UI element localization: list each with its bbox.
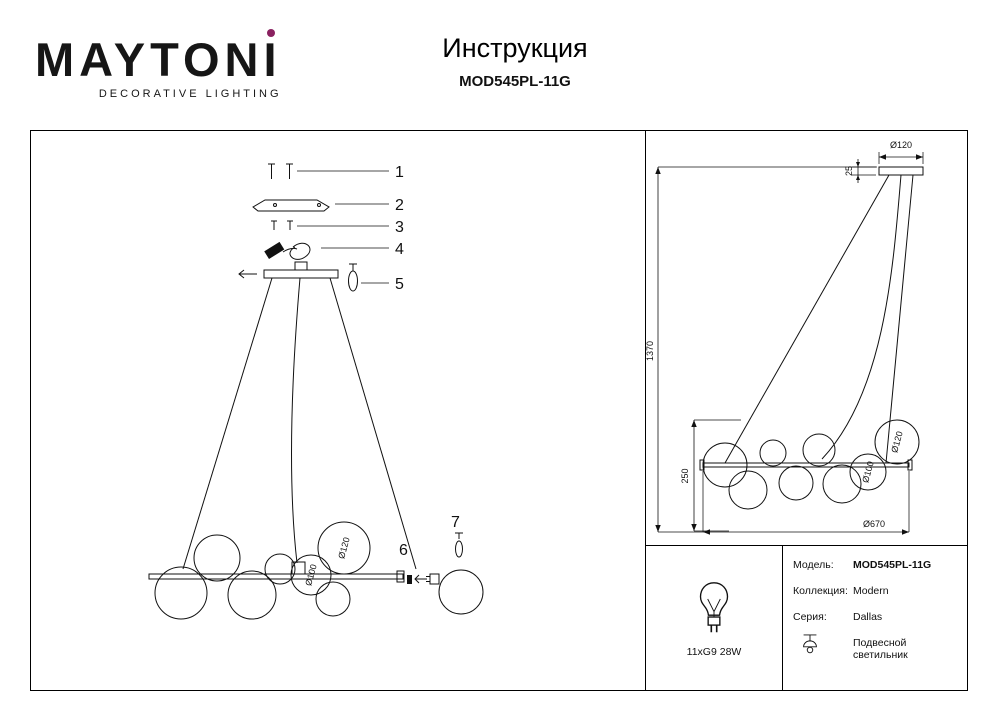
- maytoni-logo: MAYTONI: [35, 29, 282, 86]
- brand-tagline: DECORATIVE LIGHTING: [98, 88, 282, 100]
- spec-cell: Модель: MOD545PL-11G Коллекция: Modern С…: [783, 546, 967, 690]
- canopy-height-dim: 25: [844, 166, 854, 176]
- glass-globes: [154, 521, 371, 620]
- spec-label-model: Модель:: [793, 559, 834, 571]
- fixture-diameter-dim: Ø670: [863, 519, 885, 529]
- part-canopy: [238, 241, 339, 279]
- globe-large-diameter-label: Ø120: [336, 536, 351, 560]
- fixture-height-dim: 250: [680, 468, 690, 483]
- bulb-spec-cell: 11xG9 28W: [646, 546, 783, 690]
- part-number-6: 6: [399, 542, 408, 559]
- dimension-view-panel: Ø120 25 1370: [645, 131, 967, 545]
- part-pins: [271, 220, 293, 230]
- exploded-view-drawing: 1 2 3 4: [148, 163, 484, 620]
- bulb-count-label: 11xG9 28W: [686, 646, 742, 658]
- dimension-drawing: Ø120 25 1370: [645, 140, 924, 535]
- pendant-lamp-icon: [799, 633, 853, 660]
- drawing-frame: 1 2 3 4: [30, 130, 968, 691]
- spec-value-collection: Modern: [853, 585, 889, 597]
- fixture-rod: [148, 561, 405, 583]
- globe-small-diameter-label: Ø100: [303, 563, 318, 587]
- spec-label-collection: Коллекция:: [793, 585, 848, 597]
- brand-name: MAYTONI: [35, 33, 282, 86]
- spec-row-collection: Коллекция: Modern: [793, 585, 959, 597]
- spec-value-series: Dallas: [853, 611, 883, 623]
- right-panel: Ø120 25 1370: [645, 131, 967, 690]
- glass-globes: [702, 419, 920, 510]
- spec-row-model: Модель: MOD545PL-11G: [793, 559, 959, 571]
- spec-label-series: Серия:: [793, 611, 827, 623]
- globe-small-diameter-dim: Ø100: [860, 460, 875, 484]
- part-bulb-socket: [407, 573, 440, 585]
- spec-value-model: MOD545PL-11G: [853, 559, 932, 571]
- fixture-rod: [699, 459, 913, 471]
- suspension-wires: [724, 174, 914, 464]
- canopy-diameter-dim: Ø120: [890, 140, 912, 150]
- model-number: MOD545PL-11G: [459, 73, 571, 90]
- part-number-7: 7: [451, 514, 460, 531]
- info-panel: 11xG9 28W Модель: MOD545PL-11G Коллекция…: [646, 545, 967, 690]
- canopy: [878, 166, 924, 176]
- overall-height-dim: 1370: [646, 341, 655, 361]
- bulb-icon: [699, 582, 729, 633]
- suspension-wires: [182, 277, 417, 570]
- part-glass-globe: [438, 532, 484, 615]
- part-number-2: 2: [395, 197, 404, 214]
- part-mounting-plate: [252, 199, 330, 212]
- globe-large-diameter-dim: Ø120: [889, 430, 904, 454]
- brand-block: MAYTONI DECORATIVE LIGHTING: [35, 29, 282, 100]
- part-screws: [268, 163, 293, 179]
- exploded-view-panel: 1 2 3 4: [31, 131, 646, 690]
- brand-accent-dot: [266, 29, 275, 37]
- header: MAYTONI DECORATIVE LIGHTING Инструкция M…: [0, 0, 1000, 130]
- part-number-4: 4: [395, 241, 404, 258]
- part-number-1: 1: [395, 164, 404, 181]
- fixture-type-label: Подвесной светильник: [853, 637, 908, 661]
- document-title: Инструкция: [442, 33, 588, 63]
- part-number-3: 3: [395, 219, 404, 236]
- title-block: Инструкция MOD545PL-11G: [340, 33, 690, 90]
- part-number-5: 5: [395, 276, 404, 293]
- spec-row-series: Серия: Dallas: [793, 611, 959, 623]
- spec-row-type: Подвесной светильник: [793, 634, 959, 661]
- part-fixing-screw: [348, 263, 358, 292]
